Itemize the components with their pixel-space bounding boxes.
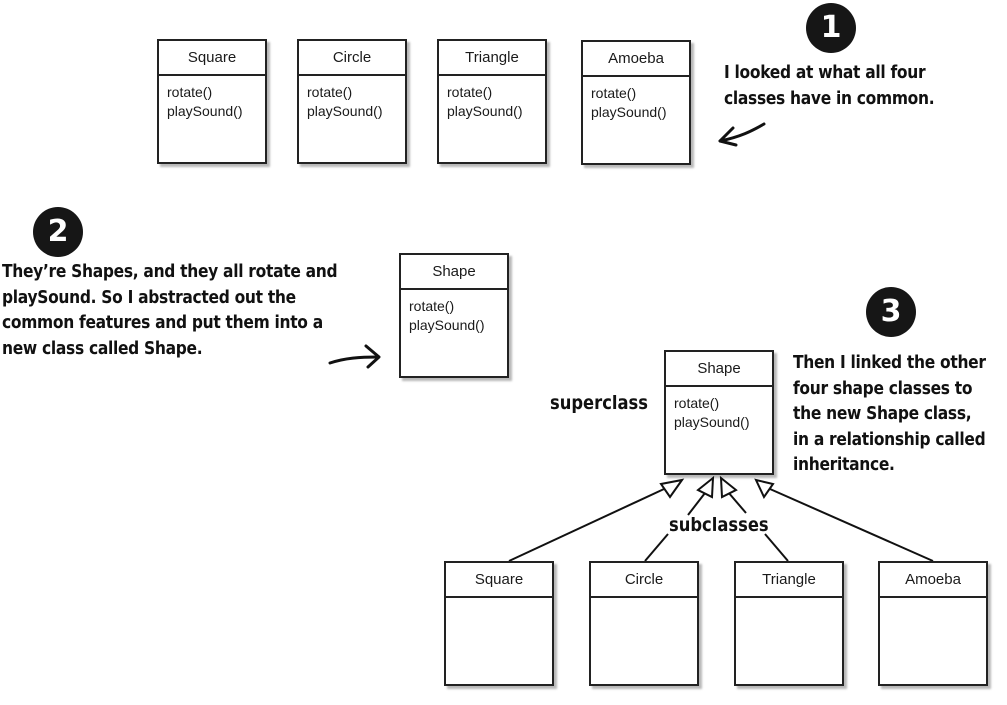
method-item: playSound(): [674, 414, 750, 430]
step2-note: They’re Shapes, and they all rotate and …: [2, 259, 338, 361]
note-line: four shape classes to: [793, 377, 973, 399]
class-name: Triangle: [439, 41, 545, 76]
method-list: rotate() playSound(): [439, 76, 545, 121]
inheritance-arrowhead-icon: [659, 478, 685, 499]
method-item: playSound(): [447, 103, 523, 119]
note-line: common features and put them into a: [2, 312, 323, 333]
step1-arrowhead-icon: [718, 126, 738, 147]
subclass-box-circle: Circle: [589, 561, 699, 686]
step1-badge: 1: [806, 3, 856, 53]
inheritance-line-circle: [644, 533, 669, 562]
step2-arrow-icon: [328, 355, 380, 365]
inheritance-arrowhead-icon: [696, 475, 715, 499]
class-name: Circle: [299, 41, 405, 76]
note-line: new class called Shape.: [2, 337, 203, 359]
class-box-shape-abstracted: Shape rotate() playSound(): [399, 253, 509, 378]
class-name: Triangle: [736, 563, 842, 598]
step2-arrowhead-icon: [364, 344, 381, 369]
step1-arrow-icon: [718, 122, 766, 143]
method-list: rotate() playSound(): [159, 76, 265, 121]
note-line: the new Shape class,: [793, 403, 972, 424]
subclasses-label: subclasses: [669, 514, 769, 536]
class-box-shape-superclass: Shape rotate() playSound(): [664, 350, 774, 475]
step1-note: I looked at what all four classes have i…: [724, 60, 935, 111]
note-line: Then I linked the other: [793, 352, 986, 373]
class-name: Shape: [666, 352, 772, 387]
class-box-amoeba: Amoeba rotate() playSound(): [581, 40, 691, 165]
note-line: in a relationship called: [793, 428, 986, 450]
method-list: rotate() playSound(): [583, 77, 689, 122]
note-line: I looked at what all four: [724, 62, 926, 83]
method-list: rotate() playSound(): [401, 290, 507, 335]
class-name: Shape: [401, 255, 507, 290]
method-item: playSound(): [307, 103, 383, 119]
method-list: rotate() playSound(): [666, 387, 772, 432]
method-list: rotate() playSound(): [299, 76, 405, 121]
method-item: rotate(): [674, 395, 720, 411]
inheritance-line-amoeba: [769, 488, 934, 562]
step3-note: Then I linked the other four shape class…: [793, 350, 986, 478]
class-box-triangle: Triangle rotate() playSound(): [437, 39, 547, 164]
superclass-label: superclass: [550, 392, 648, 414]
inheritance-line-circle-upper: [687, 492, 706, 516]
note-line: playSound. So I abstracted out the: [2, 286, 296, 308]
step3-badge: 3: [866, 287, 916, 337]
class-box-circle: Circle rotate() playSound(): [297, 39, 407, 164]
class-name: Circle: [591, 563, 697, 598]
method-item: rotate(): [591, 85, 637, 101]
class-name: Amoeba: [583, 42, 689, 77]
inheritance-arrowhead-icon: [719, 475, 738, 499]
class-name: Square: [446, 563, 552, 598]
class-name: Amoeba: [880, 563, 986, 598]
method-item: playSound(): [167, 103, 243, 119]
subclass-box-amoeba: Amoeba: [878, 561, 988, 686]
note-line: They’re Shapes, and they all rotate and: [2, 261, 338, 282]
inheritance-arrowhead-icon: [754, 478, 775, 499]
method-item: rotate(): [409, 298, 455, 314]
inheritance-line-square: [508, 488, 665, 562]
note-line: classes have in common.: [724, 87, 935, 109]
subclass-box-square: Square: [444, 561, 554, 686]
class-name: Square: [159, 41, 265, 76]
method-item: rotate(): [307, 84, 353, 100]
subclass-box-triangle: Triangle: [734, 561, 844, 686]
inheritance-line-triangle: [764, 533, 789, 562]
method-item: playSound(): [409, 317, 485, 333]
method-item: rotate(): [167, 84, 213, 100]
step2-badge: 2: [33, 207, 83, 257]
method-item: playSound(): [591, 104, 667, 120]
note-line: inheritance.: [793, 454, 895, 475]
class-box-square: Square rotate() playSound(): [157, 39, 267, 164]
inheritance-line-triangle-upper: [727, 491, 747, 514]
method-item: rotate(): [447, 84, 493, 100]
